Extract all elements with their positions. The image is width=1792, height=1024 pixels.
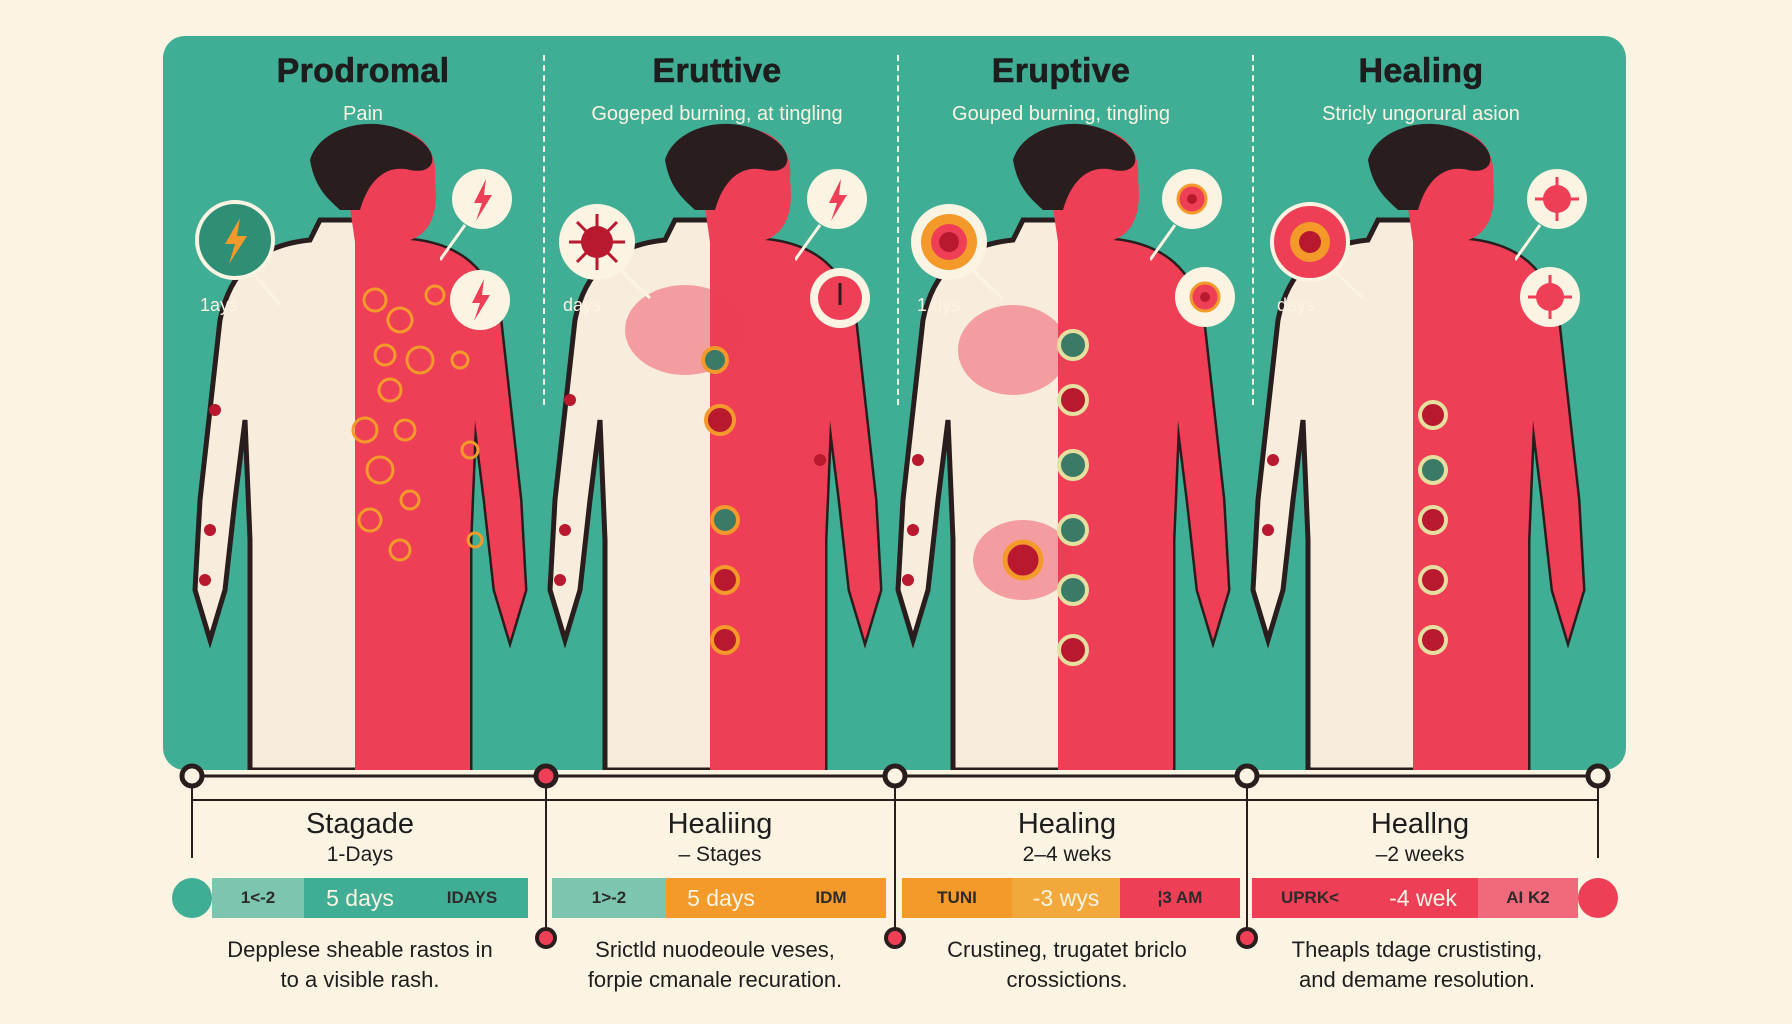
- lightning-icon: [440, 169, 512, 261]
- column-heading: Healing Stricly ungorural asion: [1251, 52, 1591, 126]
- stage-description: Srictld nuodeoule veses, forpie cmanale …: [555, 935, 875, 995]
- divider: [543, 55, 545, 405]
- column-title: Prodromal: [276, 52, 450, 91]
- stage-subtitle: – Stages: [678, 843, 762, 866]
- description-line: to a visible rash.: [280, 967, 440, 992]
- stage-label: Stagade 1-Days: [200, 808, 520, 867]
- days-label: days: [1277, 295, 1316, 315]
- column-heading: Prodromal Pain: [193, 52, 533, 126]
- duration-segment: UPRK<: [1252, 878, 1368, 918]
- stage-label: Heallng –2 weeks: [1260, 808, 1580, 867]
- virus-icon: [1175, 267, 1235, 327]
- lightning-icon: [450, 270, 510, 330]
- divider: [1252, 55, 1254, 405]
- stage-subtitle: 1-Days: [326, 843, 394, 866]
- virus-icon: [1520, 267, 1580, 327]
- description-line: Srictld nuodeoule veses,: [595, 937, 835, 962]
- duration-segment: IDAYS: [416, 878, 528, 918]
- column-title: Healing: [1358, 52, 1484, 91]
- days-label: 1ays: [200, 295, 239, 315]
- column-subtitle: Gouped burning, tingling: [952, 103, 1170, 125]
- duration-segment: 1<-2: [212, 878, 304, 918]
- duration-segment: 1>-2: [552, 878, 666, 918]
- lesion-icon: [911, 204, 1004, 300]
- column-subtitle: Pain: [342, 103, 384, 125]
- column-title: Eruttive: [652, 52, 782, 91]
- gauge-icon: [810, 268, 870, 328]
- duration-segment: 5 days: [666, 878, 776, 918]
- description-line: forpie cmanale recuration.: [587, 967, 843, 992]
- stage-label: Healing 2–4 weks: [907, 808, 1227, 867]
- stage-title: Healing: [1017, 808, 1117, 840]
- body-figure: [547, 123, 883, 770]
- stage-title: Heallng: [1370, 808, 1470, 840]
- duration-segment: TUNI: [902, 878, 1012, 918]
- days-label: 1 dys: [917, 295, 961, 315]
- duration-segment: -4 wek: [1368, 878, 1478, 918]
- description-line: Depplese sheable rastos in: [227, 937, 493, 962]
- stage-title: Healiing: [667, 808, 773, 840]
- days-label: days: [563, 295, 602, 315]
- duration-segment: IDM: [776, 878, 886, 918]
- duration-segment: ¦3 AM: [1120, 878, 1240, 918]
- stage-label: Healiing – Stages: [560, 808, 880, 867]
- duration-segment: -3 wys: [1012, 878, 1120, 918]
- lightning-icon: [195, 200, 282, 306]
- description-line: crossictions.: [1006, 967, 1128, 992]
- virus-icon: [1515, 169, 1587, 261]
- virus-icon: [1150, 169, 1222, 261]
- stage-description: Crustineg, trugatet briclo crossictions.: [907, 935, 1227, 995]
- lesion-icon: [1270, 202, 1365, 300]
- stage-subtitle: –2 weeks: [1375, 843, 1465, 866]
- column-heading: Eruttive Gogeped burning, at tingling: [547, 52, 887, 126]
- stage-description: Theapls tdage crustisting, and demame re…: [1257, 935, 1577, 995]
- stage-description: Depplese sheable rastos in to a visible …: [200, 935, 520, 995]
- column-heading: Eruptive Gouped burning, tingling: [891, 52, 1231, 126]
- duration-segment: AI K2: [1478, 878, 1578, 918]
- description-line: and demame resolution.: [1298, 967, 1536, 992]
- description-line: Theapls tdage crustisting,: [1291, 937, 1543, 962]
- stage-subtitle: 2–4 weks: [1022, 843, 1112, 866]
- description-line: Crustineg, trugatet briclo: [947, 937, 1187, 962]
- stage-title: Stagade: [305, 808, 415, 840]
- duration-segment: 5 days: [304, 878, 416, 918]
- lightning-icon: [795, 169, 867, 261]
- divider: [897, 55, 899, 405]
- column-subtitle: Gogeped burning, at tingling: [591, 103, 843, 125]
- virus-icon: [559, 204, 652, 300]
- column-subtitle: Stricly ungorural asion: [1322, 103, 1520, 125]
- column-title: Eruptive: [991, 52, 1131, 91]
